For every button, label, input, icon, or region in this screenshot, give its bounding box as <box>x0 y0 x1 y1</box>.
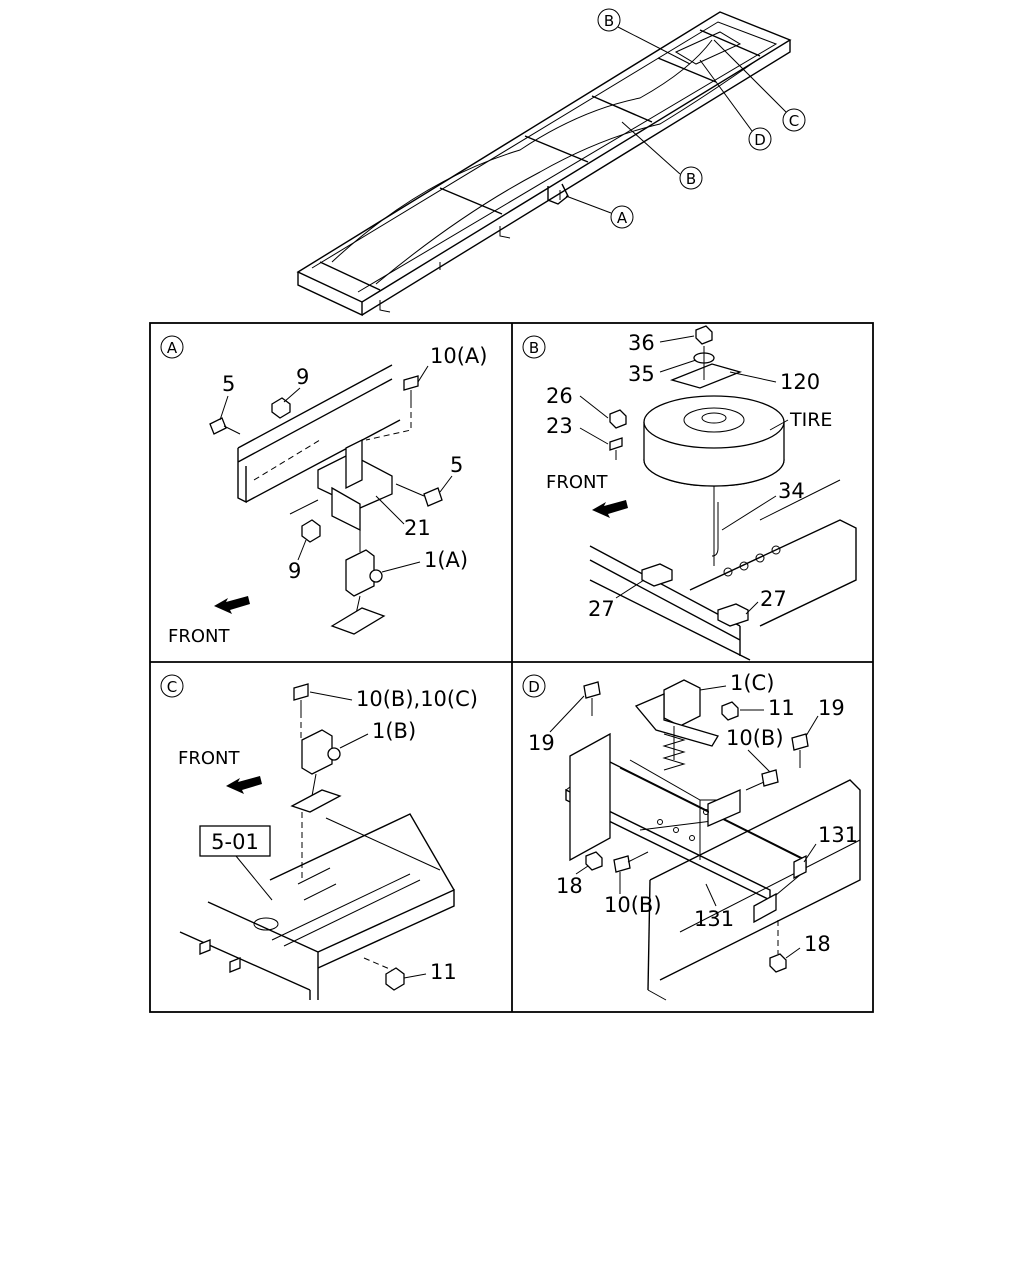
label-120: 120 <box>780 370 820 394</box>
panel-c: C 5-01 10(B),10(C) 1(B) 11 <box>160 674 478 1000</box>
label-tire: TIRE <box>789 409 832 431</box>
label-9-top: 9 <box>296 365 309 389</box>
label-131-right: 131 <box>818 823 858 847</box>
callout-c: C <box>789 112 799 130</box>
front-arrow-c <box>226 776 262 794</box>
label-1a: 1(A) <box>424 548 468 572</box>
label-11-d: 11 <box>768 696 795 720</box>
label-18-left: 18 <box>556 874 583 898</box>
overview-callouts: B C D B A <box>565 8 806 229</box>
label-26: 26 <box>546 384 573 408</box>
label-10a: 10(A) <box>430 344 487 368</box>
ref-box-5-01 <box>199 825 271 857</box>
callout-d: D <box>754 131 766 149</box>
label-35: 35 <box>628 362 655 386</box>
callout-b-top: B <box>604 12 614 30</box>
front-arrow-b <box>592 500 628 518</box>
callout-b-mid: B <box>686 170 696 188</box>
panel-b-id: B <box>529 339 539 357</box>
front-arrow-a <box>214 596 250 614</box>
panel-a: A 10(A) 5 9 5 <box>160 335 487 647</box>
panel-c-id: C <box>167 678 177 696</box>
label-10b-lower: 10(B) <box>604 893 662 917</box>
label-23: 23 <box>546 414 573 438</box>
panel-b: B 36 35 120 26 23 <box>522 325 857 661</box>
label-131-lower: 131 <box>694 907 734 931</box>
panel-a-id: A <box>167 339 178 357</box>
label-19-left: 19 <box>528 731 555 755</box>
front-label-b: FRONT <box>546 472 608 493</box>
panel-d: D <box>522 671 861 1001</box>
label-36: 36 <box>628 331 655 355</box>
label-9-bottom: 9 <box>288 559 301 583</box>
label-11-c: 11 <box>430 960 457 984</box>
chassis-frame-overview <box>296 11 792 317</box>
label-5-left: 5 <box>222 372 235 396</box>
panel-d-id: D <box>528 678 540 696</box>
label-21: 21 <box>404 516 431 540</box>
ref-box-label: 5-01 <box>211 830 259 854</box>
callout-a: A <box>617 209 628 227</box>
front-label-a: FRONT <box>168 626 230 647</box>
label-34: 34 <box>778 479 805 503</box>
front-label-c: FRONT <box>178 748 240 769</box>
label-10bc: 10(B),10(C) <box>356 687 478 711</box>
panel-grid <box>149 322 874 1013</box>
label-18-right: 18 <box>804 932 831 956</box>
label-10b-upper: 10(B) <box>726 726 784 750</box>
label-1c: 1(C) <box>730 671 774 695</box>
label-19-right: 19 <box>818 696 845 720</box>
label-5-right: 5 <box>450 453 463 477</box>
label-27-left: 27 <box>588 597 615 621</box>
label-27-right: 27 <box>760 587 787 611</box>
label-1b: 1(B) <box>372 719 416 743</box>
